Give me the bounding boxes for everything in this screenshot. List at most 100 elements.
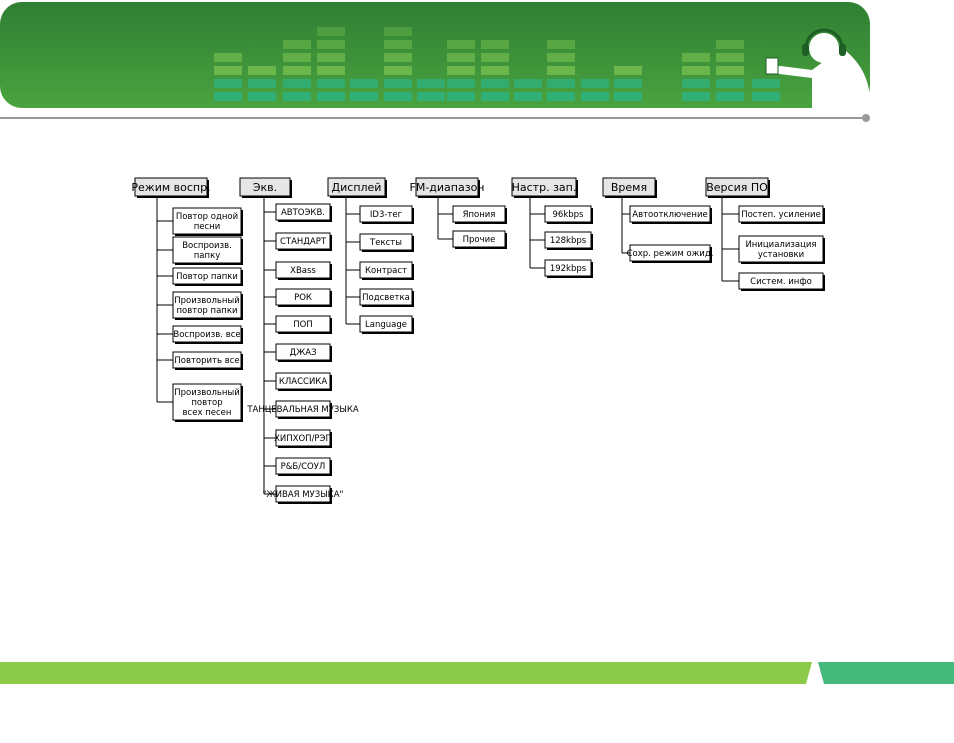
menu-header-box — [134, 177, 208, 197]
menu-item-label: СТАНДАРТ — [280, 237, 327, 247]
equalizer-segment — [547, 79, 575, 88]
menu-column-3: ДисплейID3-тегТекстыКонтрастПодсветкаLan… — [327, 177, 414, 334]
equalizer-segment — [384, 66, 412, 75]
equalizer-segment — [716, 79, 744, 88]
menu-item-box — [275, 315, 331, 333]
menu-item-label: Повторить все — [174, 356, 239, 366]
menu-item: ПОП — [264, 315, 332, 334]
equalizer-segment — [447, 40, 475, 49]
menu-item-box — [172, 383, 242, 421]
equalizer-segment — [447, 92, 475, 101]
menu-header-label: Версия ПО — [706, 181, 768, 194]
equalizer-segment — [317, 92, 345, 101]
menu-item-label: Япония — [463, 210, 496, 220]
equalizer-segment — [481, 92, 509, 101]
menu-item-box — [275, 343, 331, 361]
equalizer-segment — [317, 79, 345, 88]
menu-item: Автоотключение — [622, 205, 712, 224]
equalizer-bars — [214, 27, 780, 101]
menu-item: Прочие — [438, 230, 507, 249]
equalizer-segment — [283, 40, 311, 49]
menu-header-label: Режим воспр. — [131, 181, 210, 194]
equalizer-segment — [214, 92, 242, 101]
menu-item: Контраст — [346, 261, 414, 280]
equalizer-segment — [481, 53, 509, 62]
menu-item-box — [359, 261, 413, 279]
menu-item: "ЖИВАЯ МУЗЫКА" — [263, 485, 344, 504]
equalizer-segment — [350, 92, 378, 101]
menu-item-label: папку — [194, 251, 221, 261]
menu-item-box — [629, 244, 711, 262]
equalizer-segment — [514, 92, 542, 101]
menu-header-box — [602, 177, 656, 197]
menu-item-label: Р&Б/СОУЛ — [281, 462, 326, 472]
menu-item-label: повтор папки — [177, 306, 238, 316]
menu-header-box — [327, 177, 386, 197]
menu-item-box — [172, 325, 242, 343]
menu-item-label: Повтор папки — [176, 272, 238, 282]
menu-item-label: Автоотключение — [632, 210, 707, 220]
equalizer-segment — [547, 53, 575, 62]
menu-item: АВТОЭКВ. — [264, 203, 332, 222]
footer-bar — [0, 662, 954, 684]
menu-item-label: повтор — [191, 398, 222, 408]
menu-item: 192kbps — [530, 259, 593, 278]
menu-item-label: 128kbps — [550, 236, 587, 246]
equalizer-segment — [547, 92, 575, 101]
menu-item-label: Воспроизв. все — [173, 330, 240, 340]
menu-item: ДЖАЗ — [264, 343, 332, 362]
menu-item-label: всех песен — [183, 408, 232, 418]
menu-header-box — [239, 177, 291, 197]
menu-item-label: ID3-тег — [370, 210, 403, 220]
menu-item-box — [544, 231, 592, 249]
equalizer-segment — [547, 40, 575, 49]
equalizer-segment — [214, 66, 242, 75]
menu-item: Тексты — [346, 233, 414, 252]
equalizer-segment — [248, 66, 276, 75]
menu-header-label: Дисплей — [332, 181, 382, 194]
equalizer-segment — [716, 40, 744, 49]
menu-item-label: 192kbps — [550, 264, 587, 274]
equalizer-segment — [481, 40, 509, 49]
equalizer-segment — [317, 27, 345, 36]
equalizer-segment — [384, 92, 412, 101]
menu-item-box — [275, 457, 331, 475]
menu-item-label: Воспроизв. — [182, 241, 232, 251]
menu-item-box — [275, 372, 331, 390]
menu-column-2: Экв.АВТОЭКВ.СТАНДАРТXBassРОКПОПДЖАЗКЛАСС… — [239, 177, 359, 504]
header-divider — [0, 117, 862, 119]
menu-item: СТАНДАРТ — [264, 232, 332, 251]
menu-item-box — [172, 236, 242, 264]
menu-item: XBass — [264, 261, 332, 280]
menu-item-label: Повтор одной — [176, 212, 238, 222]
menu-item-label: песни — [194, 222, 221, 232]
menu-item-box — [738, 272, 824, 290]
menu-item-box — [275, 232, 331, 250]
menu-item-label: АВТОЭКВ. — [281, 208, 325, 218]
menu-item: РОК — [264, 288, 332, 307]
equalizer-segment — [716, 53, 744, 62]
menu-header-box — [415, 177, 479, 197]
menu-item-box — [738, 235, 824, 263]
equalizer-segment — [716, 66, 744, 75]
menu-item-box — [359, 315, 413, 333]
menu-item-label: Language — [365, 320, 407, 330]
menu-item: Повторить все — [157, 351, 243, 370]
menu-column-1: Режим воспр.Повтор однойпесниВоспроизв.п… — [131, 177, 243, 422]
menu-item: Воспроизв. все — [157, 325, 243, 344]
menu-item-label: ТАНЦЕВАЛЬНАЯ МУЗЫКА — [246, 405, 359, 415]
menu-item-box — [172, 351, 242, 369]
equalizer-segment — [214, 53, 242, 62]
menu-item: ТАНЦЕВАЛЬНАЯ МУЗЫКА — [246, 400, 359, 419]
menu-item: Повтор папки — [157, 267, 243, 286]
header-divider-end — [862, 114, 870, 122]
equalizer-segment — [384, 27, 412, 36]
menu-item-box — [172, 207, 242, 235]
menu-item-label: Прочие — [463, 235, 496, 245]
menu-item-label: РОК — [294, 293, 312, 303]
